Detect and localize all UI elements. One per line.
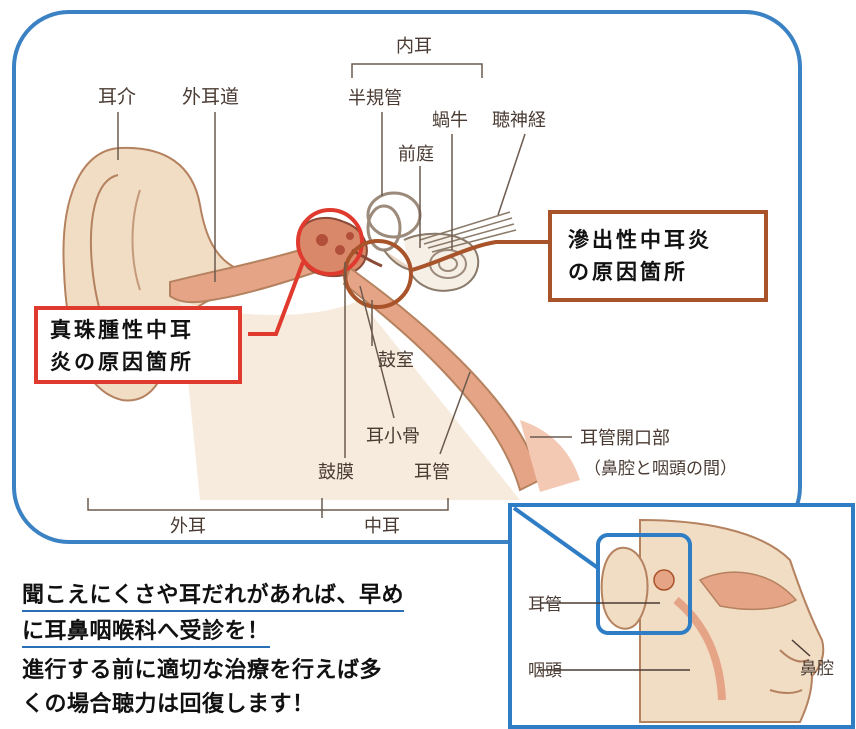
cholesteatoma-callout-line1: 真珠腫性中耳	[50, 318, 194, 342]
label-inner-ear: 内耳	[396, 36, 432, 57]
cholesteatoma-callout: 真珠腫性中耳 炎の原因箇所	[34, 306, 242, 384]
advice-line-1: 聞こえにくさや耳だれがあれば、早め	[22, 577, 405, 612]
auditory-nerve-shape	[419, 211, 517, 253]
effusion-callout: 滲出性中耳炎 の原因箇所	[548, 210, 768, 302]
cholesteatoma-circle	[296, 208, 364, 276]
outer-middle-bracket	[87, 498, 449, 518]
label-tube-opening-note: （鼻腔と咽頭の間）	[584, 459, 737, 479]
advice-line-3: 進行する前に適切な治療を行えば多	[22, 658, 383, 683]
label-ossicles: 耳小骨	[366, 426, 420, 447]
leader-lines	[117, 112, 572, 458]
label-eustachian-tube: 耳管	[414, 462, 450, 483]
label-vestibule: 前庭	[398, 144, 434, 165]
cholesteatoma-connector	[248, 261, 305, 336]
inner-ear-bracket	[351, 63, 483, 78]
label-outer-ear: 外耳	[170, 516, 206, 537]
advice-line-4: くの場合聴力は回復します！	[22, 692, 315, 717]
inset-label-nasal-cavity: 鼻腔	[800, 659, 834, 679]
label-auricle: 耳介	[98, 86, 136, 108]
head-skin	[180, 300, 520, 500]
label-tympanic-cavity: 鼓室	[378, 350, 414, 371]
label-cochlea: 蝸牛	[432, 110, 468, 131]
effusion-callout-line1: 滲出性中耳炎	[568, 228, 712, 252]
inset-label-eustachian-tube: 耳管	[528, 595, 562, 615]
inset-label-pharynx: 咽頭	[528, 661, 562, 681]
label-ear-canal: 外耳道	[182, 86, 239, 108]
advice-line-2: に耳鼻咽喉科へ受診を！	[22, 613, 270, 648]
eustachian-tube-shape	[342, 266, 542, 492]
label-semicircular-canals: 半規管	[348, 88, 402, 109]
inset-panel	[508, 503, 855, 729]
label-eardrum: 鼓膜	[318, 462, 354, 483]
effusion-callout-line2: の原因箇所	[568, 260, 688, 284]
cholesteatoma-callout-line2: 炎の原因箇所	[50, 350, 194, 374]
effusion-connector	[411, 240, 550, 272]
tube-opening-shade	[520, 420, 580, 492]
label-tube-opening: 耳管開口部	[580, 428, 670, 449]
label-middle-ear: 中耳	[364, 516, 400, 537]
label-auditory-nerve: 聴神経	[492, 110, 546, 131]
diagram-frame	[12, 10, 802, 544]
